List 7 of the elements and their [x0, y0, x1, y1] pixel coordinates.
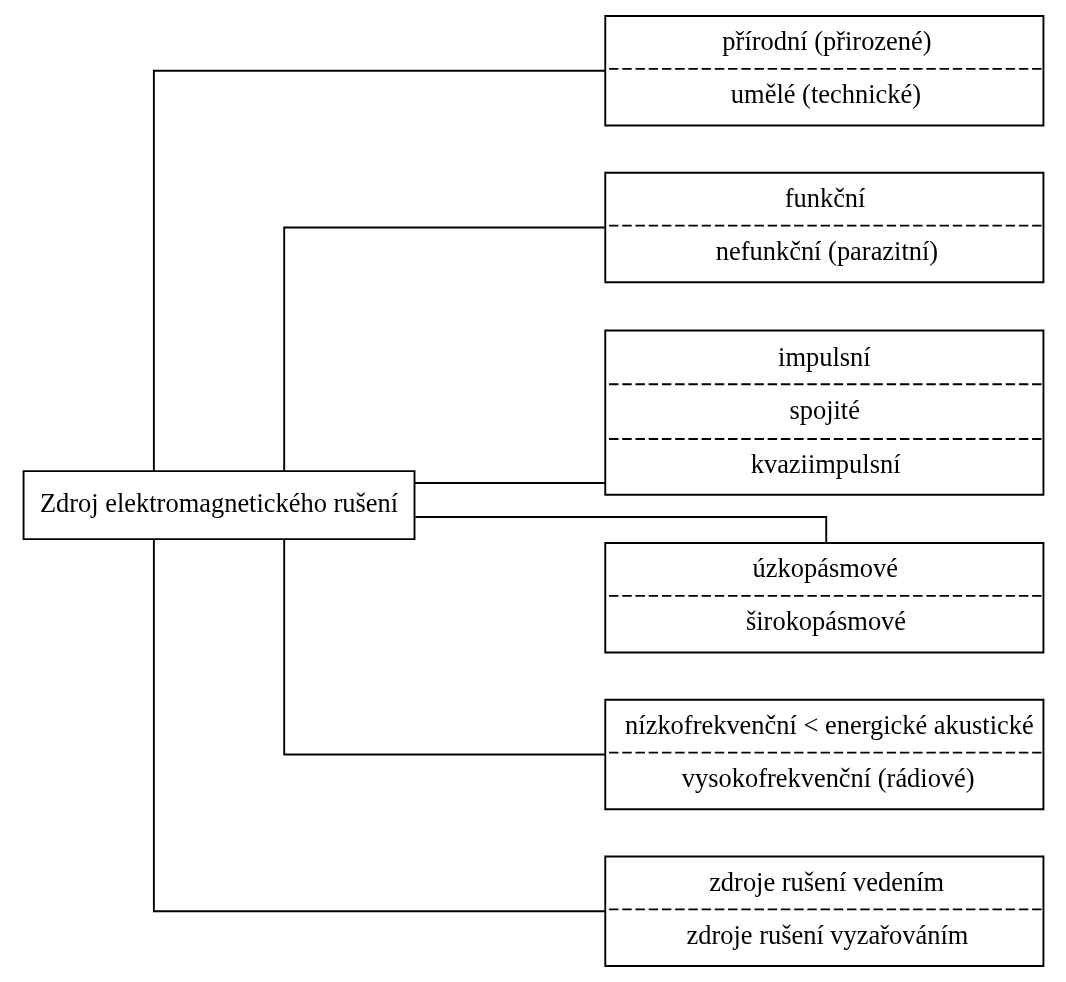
connector	[282, 226, 606, 473]
connector	[152, 538, 606, 913]
connector	[282, 538, 606, 756]
connector	[413, 482, 606, 484]
connector	[413, 516, 827, 544]
node-box: Zdroj elektromagnetického rušení	[22, 470, 415, 541]
connector	[152, 69, 606, 472]
